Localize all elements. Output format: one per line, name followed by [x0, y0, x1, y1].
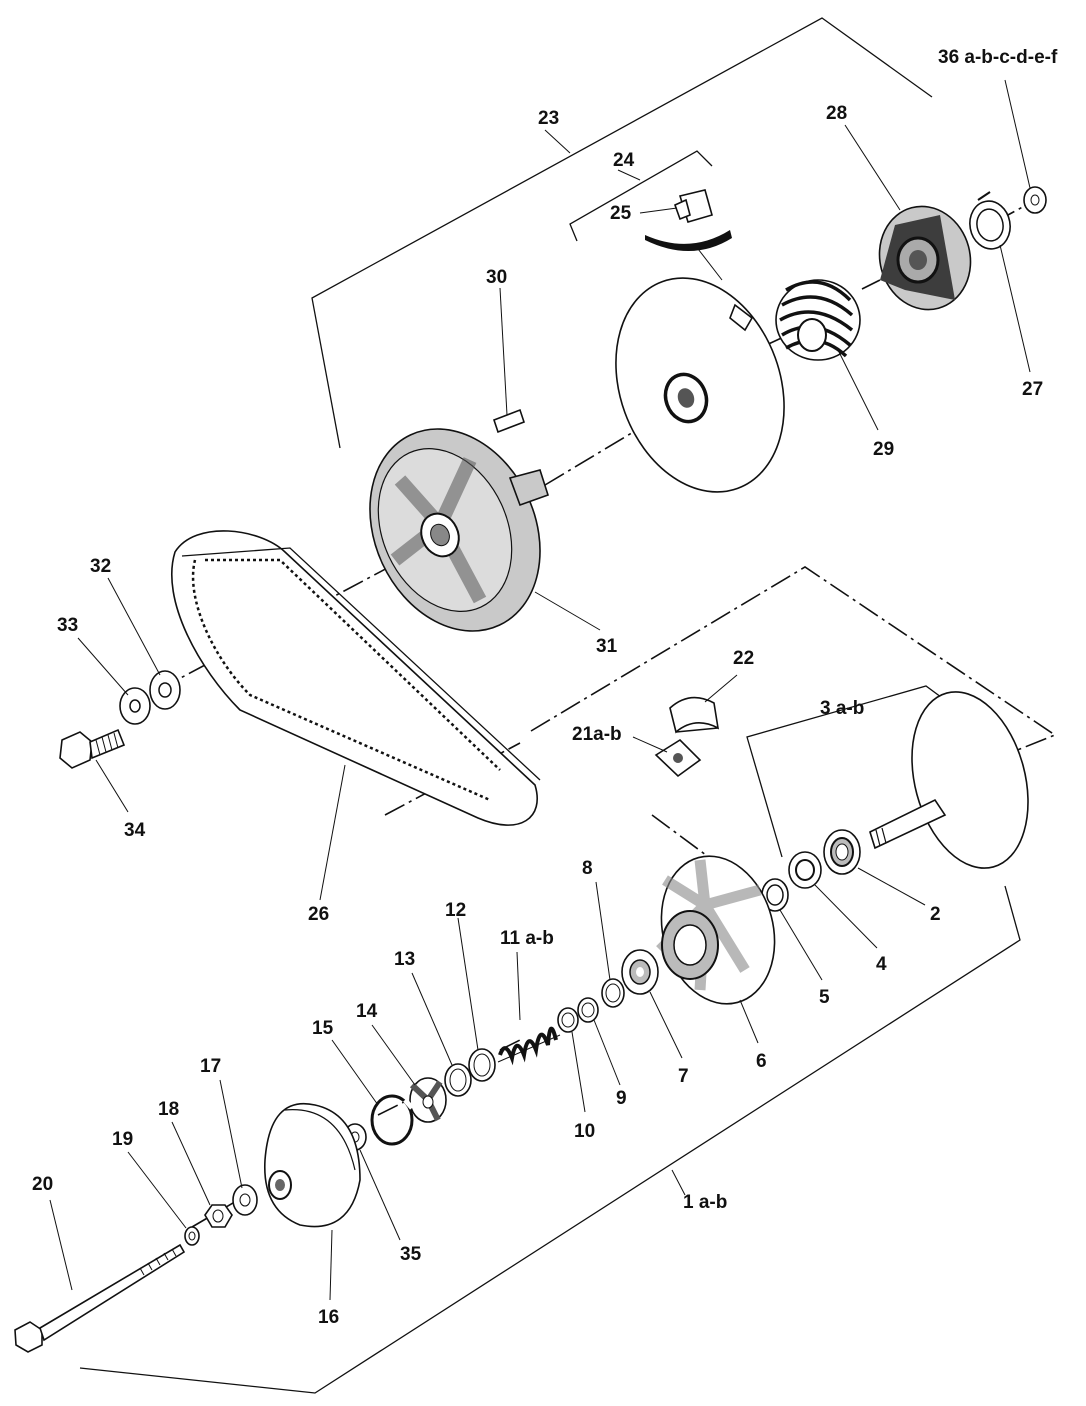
bracket-1: [79, 885, 1021, 1394]
compression-spring: [497, 1026, 561, 1066]
key: [492, 408, 526, 434]
callout-34: 34: [124, 820, 146, 841]
callout-7: 7: [678, 1066, 689, 1087]
callout-10: 10: [574, 1121, 595, 1142]
driven-pulley-front: [615, 277, 785, 493]
clutch-cover: [264, 1102, 361, 1228]
callout-5: 5: [819, 987, 830, 1008]
washer-19: [184, 1226, 200, 1246]
axis-lower: [191, 742, 771, 1228]
callout-36: 36 a-b-c-d-e-f: [938, 47, 1058, 68]
washer-17: [232, 1184, 258, 1216]
torsion-spring: [775, 279, 861, 361]
callout-19: 19: [112, 1129, 133, 1150]
callout-15: 15: [312, 1018, 334, 1039]
bracket-24: [569, 150, 713, 242]
circlip: [969, 191, 1011, 250]
callout-26: 26: [308, 904, 329, 925]
callout-11: 11 a-b: [500, 928, 554, 949]
driven-pulley-rear: [369, 428, 549, 632]
callout-23: 23: [538, 108, 559, 129]
callout-16: 16: [318, 1307, 339, 1328]
callout-30: 30: [486, 267, 507, 288]
dashed-to-plate: [651, 814, 711, 859]
callout-18: 18: [158, 1099, 179, 1120]
washer-9: [577, 997, 599, 1023]
spacer-4: [788, 851, 822, 889]
bearing: [823, 829, 861, 875]
cam: [878, 205, 972, 311]
bracket-3: [746, 685, 946, 858]
ring-13: [444, 1063, 472, 1097]
nut-18: [204, 1204, 233, 1228]
roller-weight-22: [669, 696, 720, 734]
callout-20: 20: [32, 1174, 53, 1195]
washer-32: [149, 670, 181, 710]
part-14: [409, 1077, 447, 1123]
callout-35: 35: [400, 1244, 422, 1265]
leader-lines: [49, 79, 1031, 1301]
callout-28: 28: [826, 103, 847, 124]
drive-belt: [170, 530, 541, 826]
cam-shoe: [645, 189, 732, 281]
callout-3: 3 a-b: [820, 698, 864, 719]
callout-17: 17: [200, 1056, 221, 1077]
callout-32: 32: [90, 556, 111, 577]
bolt-33: [59, 728, 126, 769]
callout-4: 4: [876, 954, 887, 975]
snap-ring-15: [370, 1094, 414, 1146]
washer-34: [119, 687, 151, 725]
long-bolt-20: [14, 1243, 186, 1353]
callout-9: 9: [616, 1088, 627, 1109]
washer-10: [557, 1007, 579, 1033]
spacer-5: [761, 878, 789, 912]
callout-21: 21a-b: [572, 724, 622, 745]
washer-8: [601, 978, 625, 1008]
ramp-plate: [656, 855, 776, 1005]
callout-22: 22: [733, 648, 754, 669]
washer-36: [1023, 186, 1047, 214]
callout-24: 24: [613, 150, 635, 171]
bracket-23: [311, 17, 933, 449]
fixed-half-pulley: [869, 691, 1029, 869]
callout-8: 8: [582, 858, 593, 879]
callout-12: 12: [445, 900, 466, 921]
callout-27: 27: [1022, 379, 1043, 400]
washer-7: [621, 949, 659, 995]
callout-6: 6: [756, 1051, 767, 1072]
slider-21: [654, 738, 702, 778]
callout-33: 33: [57, 615, 78, 636]
callout-2: 2: [930, 904, 941, 925]
callout-13: 13: [394, 949, 415, 970]
callout-1: 1 a-b: [683, 1192, 727, 1213]
ring-12: [468, 1048, 496, 1082]
callout-31: 31: [596, 636, 618, 657]
bracket-dashed: [530, 566, 1057, 758]
callout-29: 29: [873, 439, 894, 460]
callout-14: 14: [356, 1001, 378, 1022]
callout-25: 25: [610, 203, 632, 224]
callout-labels: 1 a-b 2 3 a-b 4 5 6 7 8 9 10 11 a-b 12 1…: [32, 47, 1058, 1328]
